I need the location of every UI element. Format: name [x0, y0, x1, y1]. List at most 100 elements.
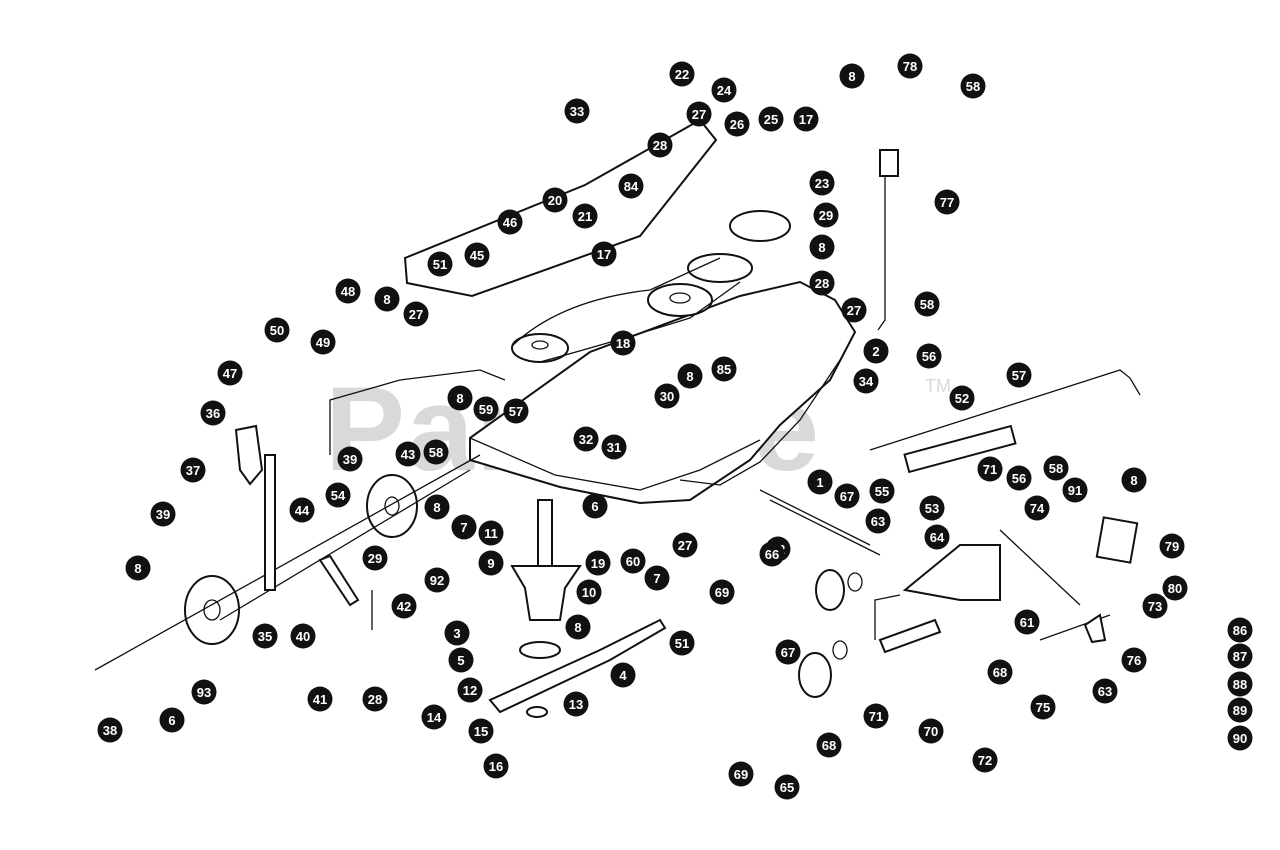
callout-number: 17: [597, 247, 611, 262]
callout-circle: [403, 301, 429, 327]
callout-circle: [576, 579, 602, 605]
callout-13: 13: [563, 691, 589, 717]
callout-77: 77: [934, 189, 960, 215]
callout-circle: [325, 482, 351, 508]
lift-rod-block: [879, 149, 899, 177]
callout-39: 39: [337, 446, 363, 472]
callout-number: 19: [591, 556, 605, 571]
callout-number: 58: [966, 79, 980, 94]
callout-59: 59: [473, 396, 499, 422]
callout-circle: [728, 761, 754, 787]
callout-87: 87: [1227, 643, 1253, 669]
callout-number: 25: [764, 112, 778, 127]
callout-circle: [669, 61, 695, 87]
callout-circle: [711, 356, 737, 382]
callout-49: 49: [310, 329, 336, 355]
callout-21: 21: [572, 203, 598, 229]
idler-pulley-lower: [687, 253, 753, 283]
callout-circle: [337, 446, 363, 472]
callout-number: 78: [903, 59, 917, 74]
callout-number: 72: [978, 753, 992, 768]
callout-26: 26: [724, 111, 750, 137]
callout-circle: [774, 774, 800, 800]
callout-number: 8: [456, 391, 463, 406]
callout-24: 24: [711, 77, 737, 103]
callout-73: 73: [1142, 593, 1168, 619]
callout-43: 43: [395, 441, 421, 467]
callout-number: 56: [922, 349, 936, 364]
callout-16: 16: [483, 753, 509, 779]
spindle-housing: [510, 565, 582, 621]
callout-number: 8: [848, 69, 855, 84]
callout-circle: [391, 593, 417, 619]
bearing-67-top: [847, 572, 863, 592]
callout-number: 44: [295, 503, 310, 518]
callout-circle: [582, 493, 608, 519]
callout-number: 89: [1233, 703, 1247, 718]
deck-drawing: [94, 118, 1141, 718]
callout-number: 15: [474, 724, 488, 739]
callout-number: 71: [869, 709, 883, 724]
callout-number: 7: [653, 571, 660, 586]
callout-number: 65: [780, 780, 794, 795]
callout-number: 13: [569, 697, 583, 712]
callout-number: 39: [156, 507, 170, 522]
callout-69: 69: [709, 579, 735, 605]
gauge-wheel-right: [366, 474, 418, 538]
callout-number: 3: [453, 626, 460, 641]
callout-number: 71: [983, 462, 997, 477]
hanger-arm: [264, 454, 276, 591]
callout-48: 48: [335, 278, 361, 304]
callout-number: 8: [686, 369, 693, 384]
callout-circle: [97, 717, 123, 743]
handle-grip: [234, 424, 264, 486]
callout-circle: [601, 434, 627, 460]
callout-number: 63: [1098, 684, 1112, 699]
callout-number: 52: [955, 391, 969, 406]
callout-circle: [1092, 678, 1118, 704]
callout-57: 57: [1006, 362, 1032, 388]
callout-8: 8: [424, 494, 450, 520]
callout-number: 5: [457, 653, 464, 668]
callout-28: 28: [647, 132, 673, 158]
callout-circle: [863, 703, 889, 729]
callout-circle: [644, 565, 670, 591]
callout-circle: [839, 63, 865, 89]
callout-40: 40: [290, 623, 316, 649]
callout-circle: [919, 495, 945, 521]
callout-58: 58: [960, 73, 986, 99]
callout-65: 65: [774, 774, 800, 800]
callout-number: 4: [619, 668, 627, 683]
callout-number: 63: [871, 514, 885, 529]
callout-number: 41: [313, 692, 327, 707]
callout-number: 43: [401, 447, 415, 462]
callout-circle: [758, 106, 784, 132]
callout-number: 88: [1233, 677, 1247, 692]
callout-15: 15: [468, 718, 494, 744]
callout-27: 27: [672, 532, 698, 558]
callout-29: 29: [813, 202, 839, 228]
callout-28: 28: [809, 270, 835, 296]
callout-23: 23: [809, 170, 835, 196]
callout-71: 71: [977, 456, 1003, 482]
callout-circle: [1062, 477, 1088, 503]
callout-circle: [924, 524, 950, 550]
callout-circle: [478, 550, 504, 576]
callout-number: 49: [316, 335, 330, 350]
callout-circle: [444, 620, 470, 646]
callout-circle: [565, 614, 591, 640]
callout-84: 84: [618, 173, 644, 199]
callout-circle: [807, 469, 833, 495]
callout-7: 7: [451, 514, 477, 540]
callout-58: 58: [1043, 455, 1069, 481]
callout-circle: [468, 718, 494, 744]
callout-number: 50: [270, 323, 284, 338]
callout-circle: [424, 494, 450, 520]
callout-circle: [464, 242, 490, 268]
callout-19: 19: [585, 550, 611, 576]
callout-circle: [1227, 697, 1253, 723]
callout-number: 32: [579, 432, 593, 447]
callout-8: 8: [447, 385, 473, 411]
callout-circle: [647, 132, 673, 158]
callout-number: 30: [660, 389, 674, 404]
